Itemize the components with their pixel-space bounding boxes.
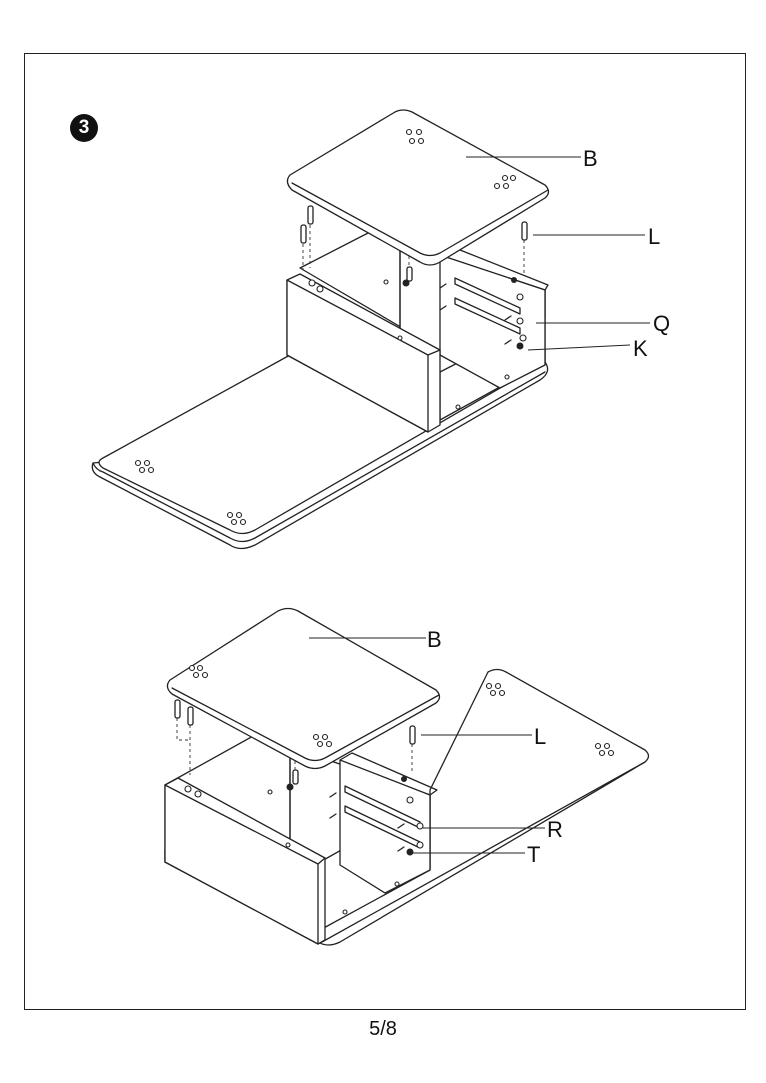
callout-upper-top-board: B bbox=[583, 146, 598, 171]
lower-top-board bbox=[166, 607, 441, 770]
upper-base-board bbox=[91, 349, 549, 550]
lower-drawer-rails bbox=[329, 785, 424, 856]
callout-lower-rail: R bbox=[547, 817, 563, 842]
step-number-badge: 3 bbox=[70, 114, 98, 142]
callout-lower-dowel: L bbox=[534, 724, 547, 749]
upper-leader-lines bbox=[466, 156, 650, 351]
upper-dowels bbox=[300, 205, 528, 410]
page-number: 5/8 bbox=[369, 1018, 397, 1040]
lower-right-side-panel bbox=[339, 752, 438, 894]
callout-lower-top-board: B bbox=[427, 627, 442, 652]
upper-drawer-rails bbox=[439, 277, 527, 350]
upper-base-holes bbox=[134, 459, 247, 526]
lower-base-holes bbox=[485, 682, 615, 757]
callout-upper-screw: K bbox=[633, 336, 648, 361]
upper-left-panel bbox=[286, 273, 441, 433]
callout-upper-rail: Q bbox=[653, 311, 671, 336]
callout-upper-dowel: L bbox=[648, 224, 661, 249]
upper-top-board bbox=[286, 109, 550, 266]
lower-left-panel bbox=[164, 777, 326, 945]
lower-dowels bbox=[174, 699, 416, 915]
callout-lower-screw: T bbox=[527, 842, 541, 867]
lower-leader-lines bbox=[309, 637, 545, 854]
page-frame bbox=[24, 53, 746, 1010]
